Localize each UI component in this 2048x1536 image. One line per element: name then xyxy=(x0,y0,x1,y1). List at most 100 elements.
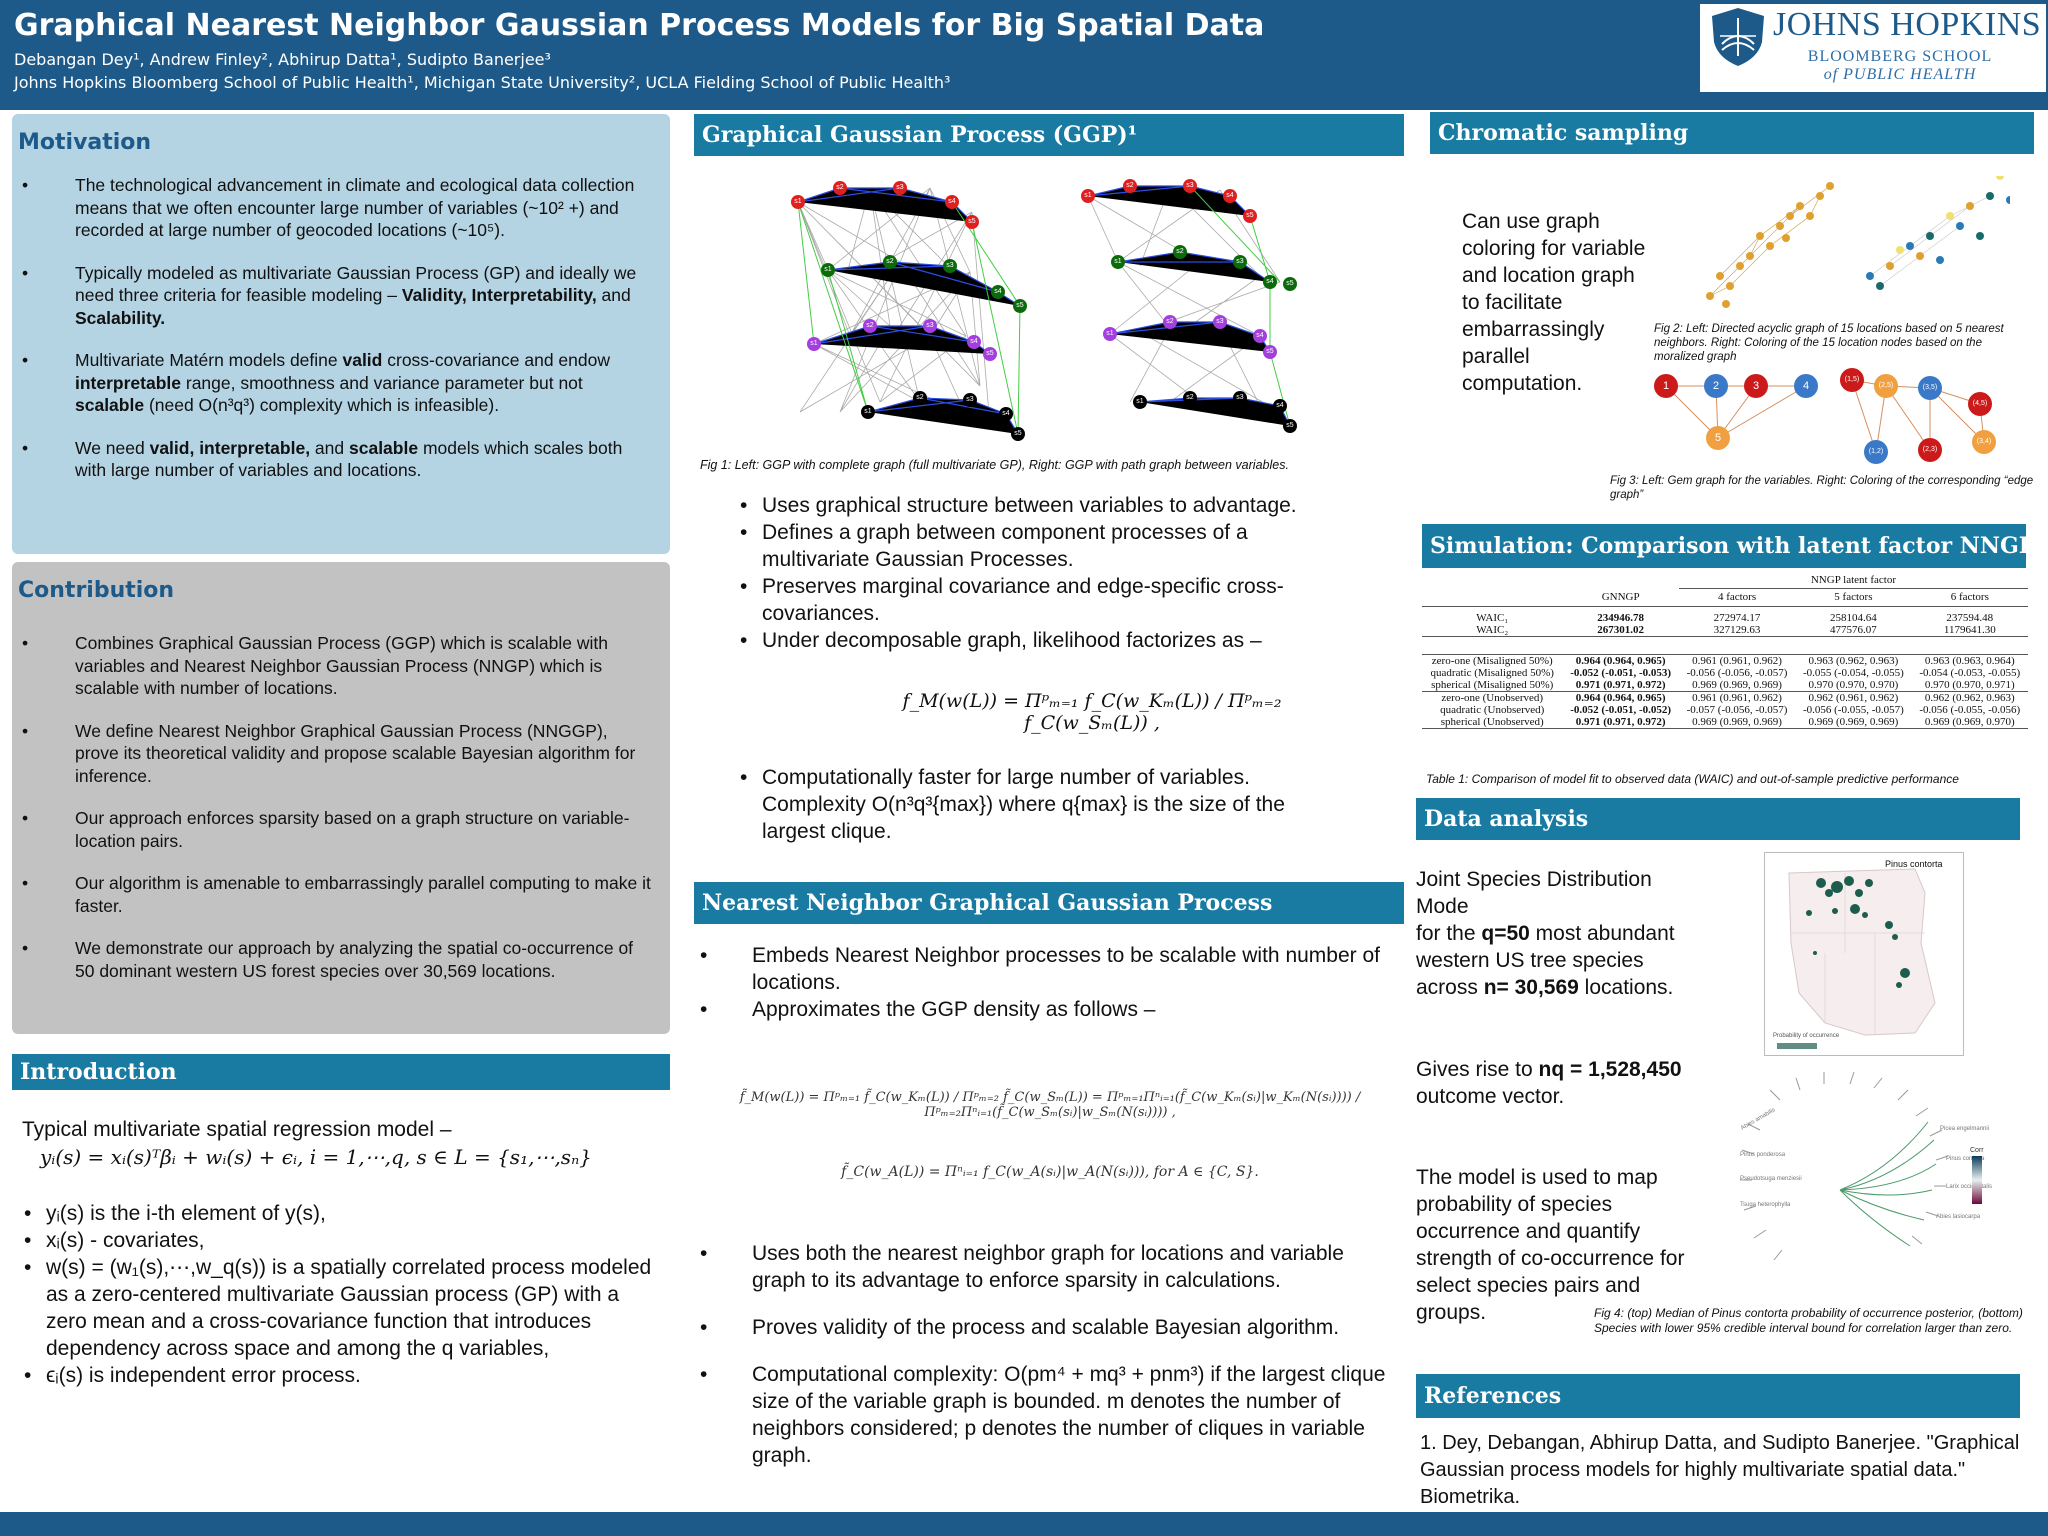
ggp-list-last: Computationally faster for large number … xyxy=(732,764,1332,845)
table-cell: 327129.63 xyxy=(1713,624,1761,636)
table-cell: 237594.48 xyxy=(1946,612,1994,624)
table-header xyxy=(1422,588,1563,606)
gem-node: 5 xyxy=(1706,426,1730,450)
motivation-item: Typically modeled as multivariate Gaussi… xyxy=(12,262,652,330)
table-cell: 0.970 (0.970, 0.971) xyxy=(1924,679,2015,691)
pinus-map-figure: Pinus contorta Probability of occurrence xyxy=(1764,852,1964,1056)
edge-graph-node: (3,4) xyxy=(1972,430,1996,454)
graph-node: s3 xyxy=(923,319,937,333)
ggp-nodes-layer: s1 s2 s3 s4 s5 s1 s2 s3 s4 s5 s1 s2 s3 s… xyxy=(780,176,1340,446)
chromatic-text: Can use graph coloring for variable and … xyxy=(1462,210,1646,395)
table-cell: 0.971 (0.971, 0.972) xyxy=(1575,679,1666,691)
motivation-text: range, smoothness and variance parameter… xyxy=(181,372,583,393)
table-cell: -0.056 (-0.055, -0.057) xyxy=(1802,704,1904,716)
edge-graph-node: (4,5) xyxy=(1968,392,1992,416)
ggp-equation: f_M(w(L)) = Πᵖₘ₌₁ f_C(w_Kₘ(L)) / Πᵖₘ₌₂ f… xyxy=(902,690,1282,734)
introduction-item: yᵢ(s) is the i-th element of y(s), xyxy=(16,1200,656,1227)
contribution-item: Our approach enforces sparsity based on … xyxy=(12,807,652,852)
contribution-item: Our algorithm is amenable to embarrassin… xyxy=(12,872,652,917)
graph-node: s5 xyxy=(1283,419,1297,433)
graph-node: s3 xyxy=(943,259,957,273)
graph-node: s2 xyxy=(1123,179,1137,193)
graph-node: s3 xyxy=(1183,179,1197,193)
introduction-item: xᵢ(s) - covariates, xyxy=(16,1227,656,1254)
map-legend: Probability of occurrence xyxy=(1773,1033,1840,1039)
graph-node: s1 xyxy=(807,337,821,351)
graph-node: s4 xyxy=(1263,275,1277,289)
gem-graph-figure xyxy=(1665,379,1985,453)
graph-node: s2 xyxy=(1163,315,1177,329)
table-cell: spherical (Misaligned 50%) xyxy=(1431,679,1554,691)
table-cell: 0.961 (0.961, 0.962) xyxy=(1692,655,1782,667)
graph-node: s2 xyxy=(883,255,897,269)
motivation-item: Multivariate Matérn models define valid … xyxy=(12,349,652,417)
table-cell: 0.970 (0.970, 0.970) xyxy=(1808,679,1899,691)
ggp-item: Under decomposable graph, likelihood fac… xyxy=(732,627,1352,654)
nnggp-list-bottom: Uses both the nearest neighbor graph for… xyxy=(692,1240,1392,1469)
motivation-title: Motivation xyxy=(18,130,152,155)
motivation-panel: Motivation The technological advancement… xyxy=(12,114,670,554)
graph-node: s1 xyxy=(791,195,805,209)
data-analysis-text: locations. xyxy=(1578,976,1674,999)
ggp-item: Uses graphical structure between variabl… xyxy=(732,492,1352,519)
motivation-item: The technological advancement in climate… xyxy=(12,174,652,242)
table-cell: 0.962 (0.962, 0.963) xyxy=(1924,692,2015,704)
contribution-list: Combines Graphical Gaussian Process (GGP… xyxy=(12,632,652,1002)
data-analysis-text: for the xyxy=(1416,922,1482,945)
nnggp-item: Approximates the GGP density as follows … xyxy=(692,996,1392,1023)
motivation-bold: valid xyxy=(342,350,383,370)
motivation-text: Typically modeled as multivariate Gaussi… xyxy=(75,262,637,306)
motivation-text: The technological advancement in climate… xyxy=(75,175,635,240)
corr-legend-label: Corr xyxy=(1970,1147,1984,1154)
contribution-item: Combines Graphical Gaussian Process (GGP… xyxy=(12,632,652,700)
ggp-list: Uses graphical structure between variabl… xyxy=(732,492,1352,654)
graph-node: s2 xyxy=(1183,391,1197,405)
graph-node: s5 xyxy=(965,215,979,229)
table-header: 6 factors xyxy=(1950,591,1989,603)
edge-graph-node: (2,3) xyxy=(1918,438,1942,462)
table-cell: 258104.64 xyxy=(1830,612,1877,624)
nnggp-item: Computational complexity: O(pm⁴ + mq³ + … xyxy=(692,1361,1392,1469)
graph-node: s1 xyxy=(861,405,875,419)
introduction-item: ϵᵢ(s) is independent error process. xyxy=(16,1362,656,1389)
simulation-table-wrap: NNGP latent factor GNNGP 4 factors 5 fac… xyxy=(1422,572,2028,729)
fig2-caption: Fig 2: Left: Directed acyclic graph of 1… xyxy=(1654,323,2004,363)
graph-node: s4 xyxy=(999,407,1013,421)
table-cell: 234946.78 xyxy=(1597,612,1645,624)
table-row: zero-one (Misaligned 50%)0.964 (0.964, 0… xyxy=(1422,655,2028,667)
table-cell: 0.969 (0.969, 0.969) xyxy=(1692,679,1782,691)
table-cell: -0.055 (-0.054, -0.055) xyxy=(1802,667,1904,679)
table-row: spherical (Misaligned 50%) 0.971 (0.971, … xyxy=(1422,679,2028,692)
fig4-caption: Fig 4: (top) Median of Pinus contorta pr… xyxy=(1594,1306,2023,1335)
motivation-text: Multivariate Matérn models define xyxy=(75,350,343,370)
graph-node: s1 xyxy=(821,263,835,277)
jhu-shield-icon xyxy=(1712,8,1764,66)
ggp-title: Graphical Gaussian Process (GGP)¹ xyxy=(694,114,1404,156)
motivation-text: and xyxy=(596,285,631,305)
table-header: 5 factors xyxy=(1834,591,1873,603)
nnggp-equation-1: f̃_M(w(L)) = Πᵖₘ₌₁ f̃_C(w_Kₘ(L)) / Πᵖₘ₌₂… xyxy=(739,1090,1361,1120)
motivation-text: models which scales both with large numb… xyxy=(75,437,623,481)
data-analysis-text: Gives rise to xyxy=(1416,1058,1539,1081)
motivation-bold: Validity, Interpretability, xyxy=(401,285,597,305)
introduction-lead: Typical multivariate spatial regression … xyxy=(22,1118,452,1141)
svg-text:Pseudotsuga menziesii: Pseudotsuga menziesii xyxy=(1740,1176,1802,1182)
data-analysis-title: Data analysis xyxy=(1416,798,2020,840)
edge-graph-node: (1,5) xyxy=(1840,368,1864,392)
gem-node: 1 xyxy=(1654,374,1678,398)
table-cell: spherical (Unobserved) xyxy=(1440,716,1544,728)
edge-graph-node: (1,2) xyxy=(1864,440,1888,464)
table-cell: 477576.07 xyxy=(1830,624,1877,636)
contribution-item: We define Nearest Neighbor Graphical Gau… xyxy=(12,720,652,788)
svg-text:Larix occidentalis: Larix occidentalis xyxy=(1946,1184,1992,1190)
table-row: quadratic (Unobserved)-0.052 (-0.051, -0… xyxy=(1422,704,2028,716)
poster-affiliations: Johns Hopkins Bloomberg School of Public… xyxy=(14,73,951,92)
colored-location-nodes xyxy=(1866,176,2010,290)
svg-text:Abies lasiocarpa: Abies lasiocarpa xyxy=(1936,1214,1981,1220)
table-cell: quadratic (Unobserved) xyxy=(1440,704,1545,716)
edge-graph-node: (3,5) xyxy=(1918,376,1942,400)
table-cell: -0.052 (-0.051, -0.053) xyxy=(1570,667,1672,679)
contribution-title: Contribution xyxy=(18,578,175,603)
svg-text:Tsuga heterophylla: Tsuga heterophylla xyxy=(1740,1202,1791,1208)
table-cell: 0.963 (0.963, 0.964) xyxy=(1924,655,2015,667)
